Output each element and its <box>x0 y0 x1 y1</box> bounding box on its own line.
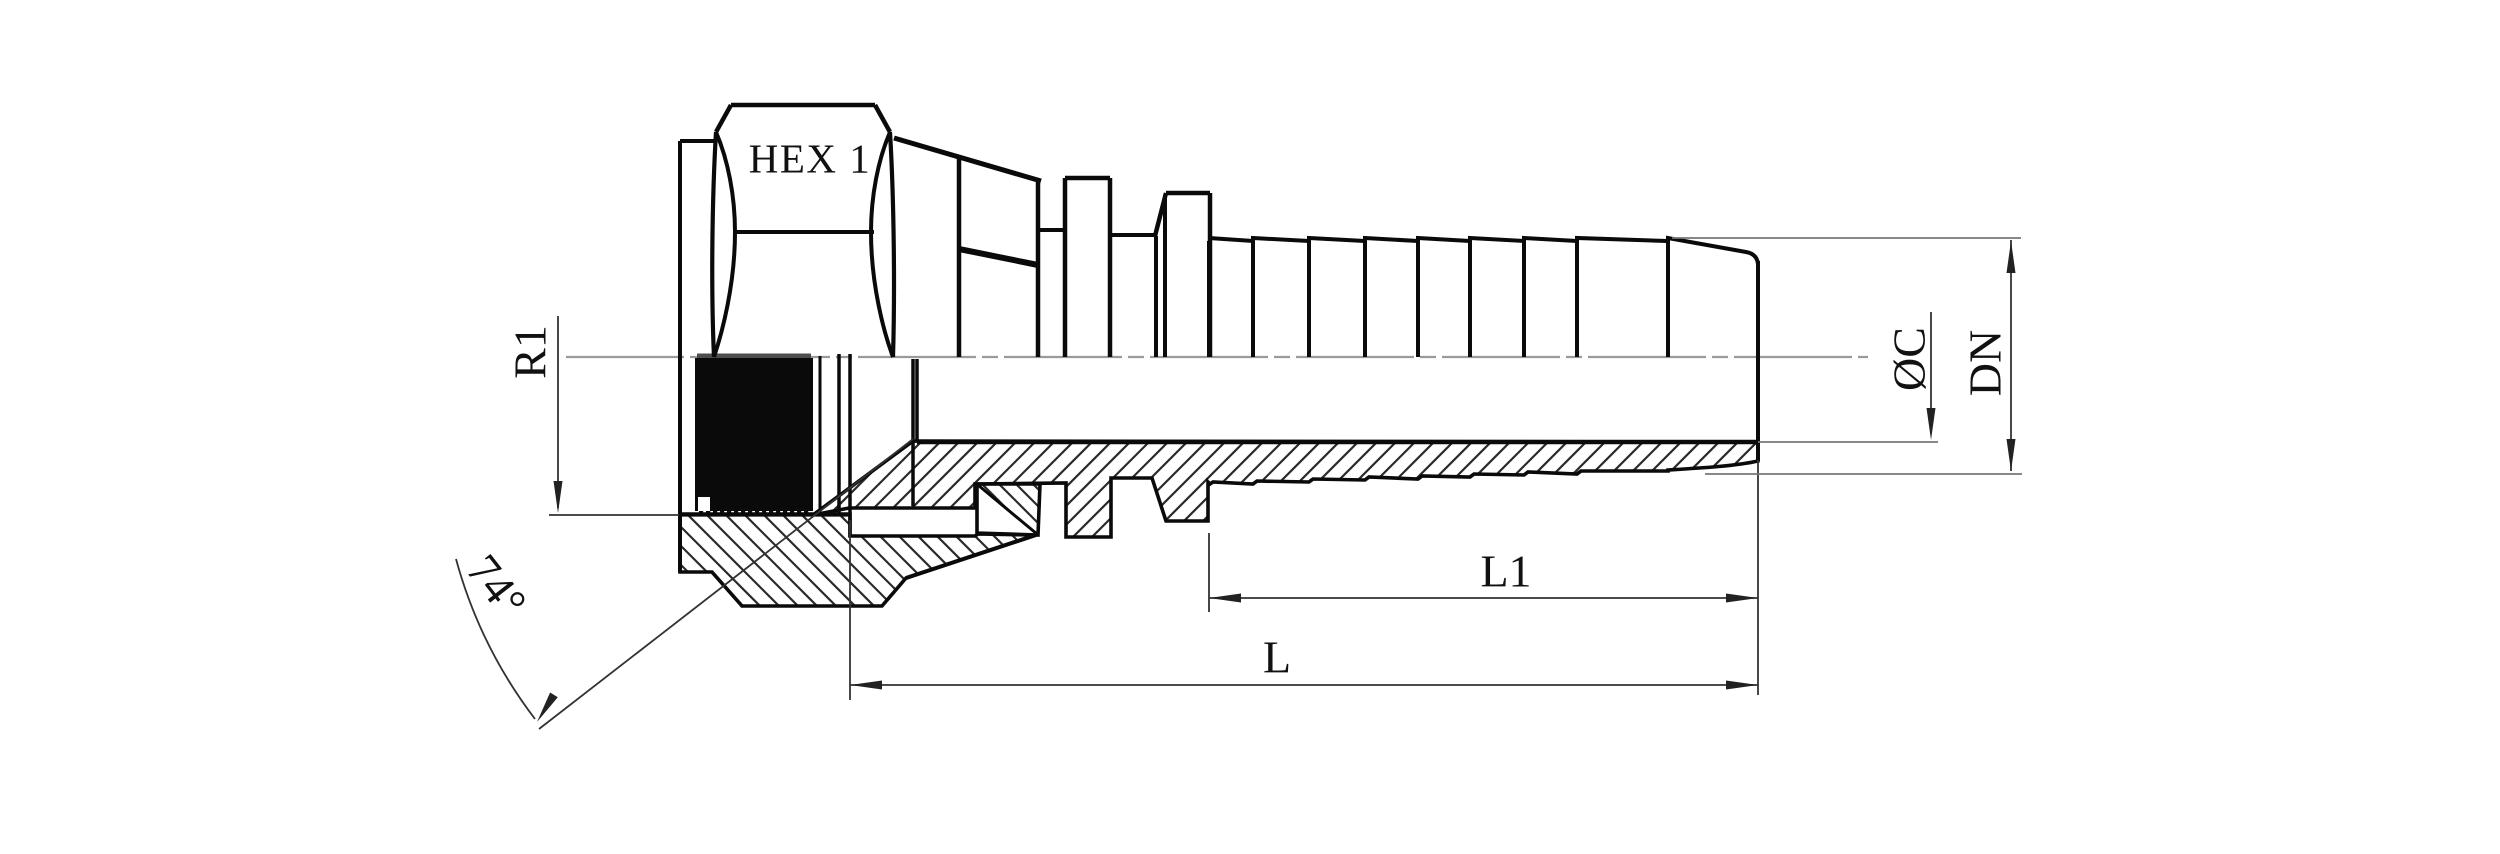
svg-text:ØC: ØC <box>1884 327 1935 391</box>
svg-text:HEX 1: HEX 1 <box>749 135 872 181</box>
svg-text:L1: L1 <box>1480 546 1531 597</box>
svg-text:DN: DN <box>1960 330 2011 396</box>
svg-text:R1: R1 <box>505 325 556 379</box>
svg-text:L: L <box>1263 632 1291 683</box>
